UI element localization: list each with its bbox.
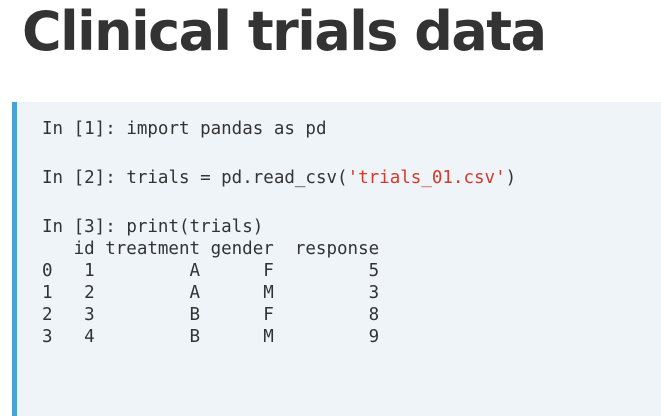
output-row-2: 2 3 B F 8 — [42, 305, 380, 325]
output-row-0: 0 1 A F 5 — [42, 261, 380, 281]
prompt-1: In [1]: — [42, 119, 116, 139]
code-line-1: In [1]: import pandas as pd — [42, 118, 516, 140]
string-literal: 'trials_01.csv' — [347, 168, 506, 188]
prompt-3: In [3]: — [42, 217, 116, 237]
code-1: import pandas as pd — [126, 119, 327, 139]
code-line-3: In [3]: print(trials) — [42, 216, 516, 238]
output-header: id treatment gender response — [42, 239, 380, 259]
code-2-prefix: trials = pd.read_csv( — [126, 168, 348, 188]
output-row-3: 3 4 B M 9 — [42, 327, 380, 347]
code-block: In [1]: import pandas as pd In [2]: trial… — [42, 118, 516, 348]
code-panel: In [1]: import pandas as pd In [2]: trial… — [12, 102, 661, 416]
code-line-2: In [2]: trials = pd.read_csv('trials_01.… — [42, 167, 516, 189]
code-3: print(trials) — [126, 217, 264, 237]
slide-title: Clinical trials data — [22, 0, 547, 63]
prompt-2: In [2]: — [42, 168, 116, 188]
code-2-suffix: ) — [505, 168, 517, 188]
output-row-1: 1 2 A M 3 — [42, 283, 380, 303]
